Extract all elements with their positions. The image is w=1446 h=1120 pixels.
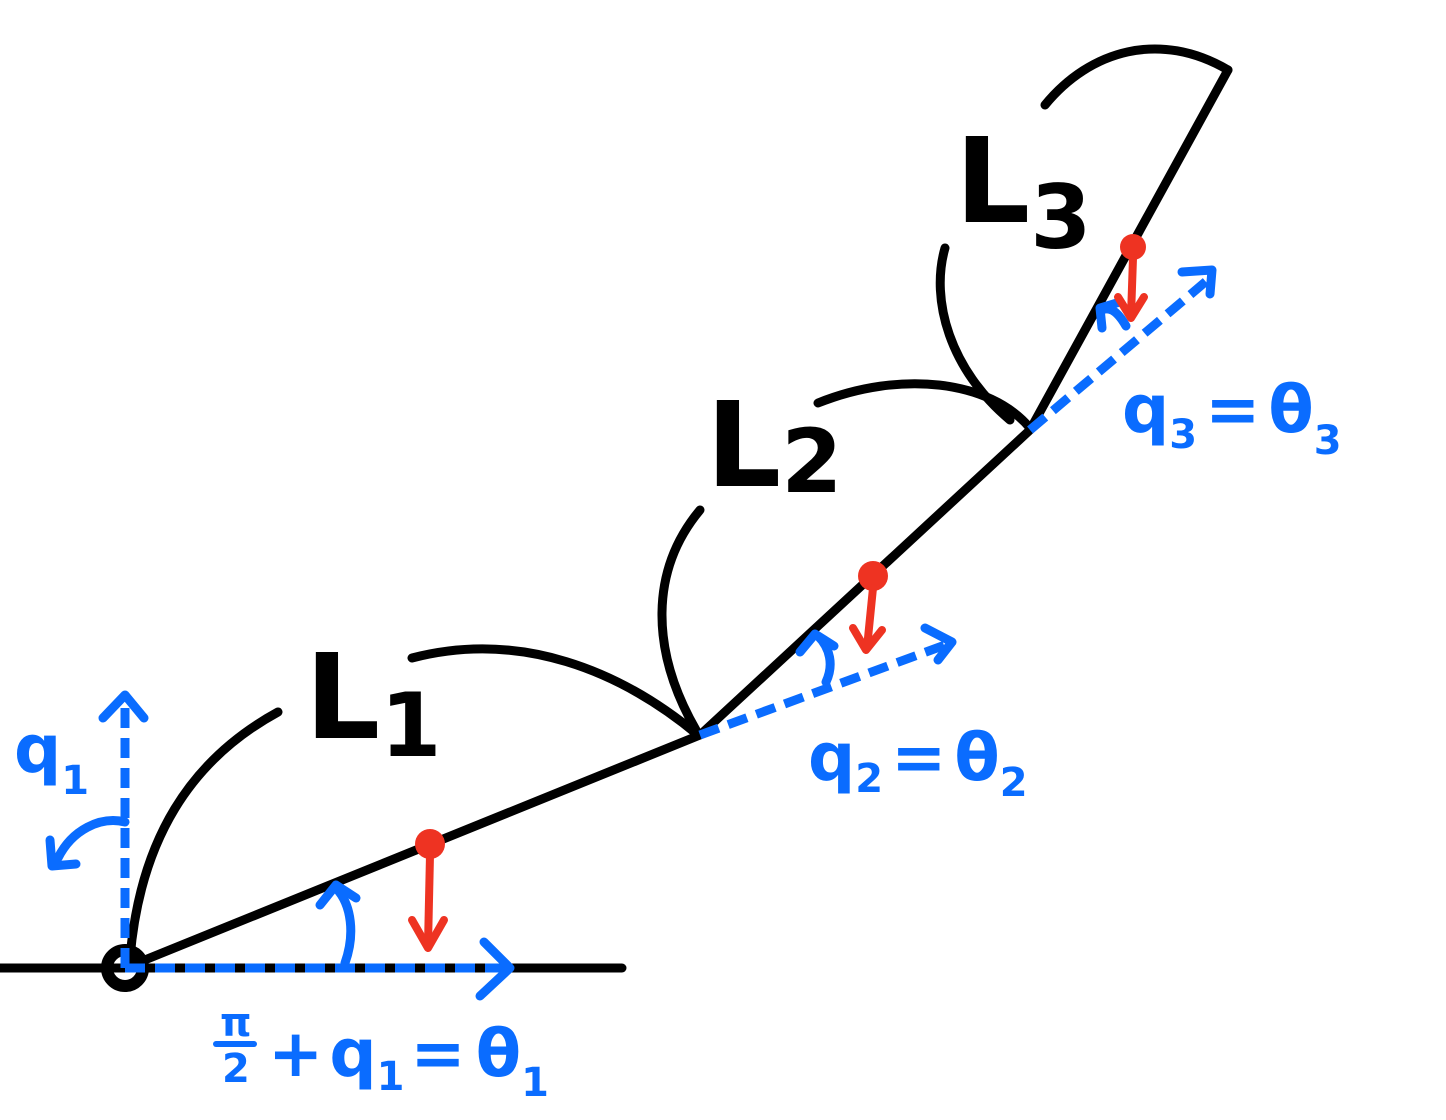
theta1-equation: +q1=θ1 (268, 1015, 549, 1106)
link2-reference-arrowhead (920, 623, 957, 665)
link-label-l3: L3 (955, 112, 1091, 269)
gravity-arrowhead-l2 (849, 624, 886, 654)
length-arc-l1 (125, 707, 283, 963)
link2-reference-dashed (698, 640, 947, 740)
theta2-equation: q2=θ2 (808, 719, 1028, 806)
theta2-angle-arrowhead (795, 629, 839, 657)
link-label-l3-sub: 3 (1030, 166, 1091, 269)
theta2-var-sub: 2 (855, 756, 883, 802)
theta3-var-sub: 3 (1169, 412, 1197, 458)
theta3-angle-arrowhead (1095, 297, 1125, 333)
theta1-plus: + (268, 1015, 323, 1092)
theta1-angle-arc (331, 883, 356, 968)
length-arc-l3-right (1040, 44, 1233, 110)
length-arc-l2-right (813, 379, 1035, 433)
theta1-frac-den: 2 (222, 1046, 250, 1092)
link-label-l1-sub: 1 (380, 674, 441, 777)
x-axis-arrowhead (475, 937, 515, 1001)
gravity-arrow-l1 (424, 851, 434, 949)
theta1-theta: θ (476, 1015, 521, 1092)
link-label-l3-letter: L (955, 112, 1030, 250)
theta3-theta-sub: 3 (1314, 418, 1342, 464)
theta3-var: q (1122, 371, 1169, 448)
theta3-theta: θ (1268, 371, 1313, 448)
link-label-l1-letter: L (305, 628, 380, 766)
length-arc-l2-left (657, 505, 705, 735)
theta2-theta: θ (954, 719, 999, 796)
com-marker-l1 (415, 829, 445, 859)
theta1-equals: = (410, 1015, 465, 1092)
q1-var: q (14, 711, 61, 788)
length-arc-l3-left (935, 243, 1015, 425)
link3-reference-arrowhead (1177, 265, 1217, 299)
theta2-theta-sub: 2 (1000, 760, 1028, 806)
y-axis-arrowhead (98, 690, 149, 723)
q1-label: q1 (14, 711, 89, 804)
gravity-arrowhead-l1 (408, 916, 448, 952)
theta2-equals: = (891, 719, 946, 796)
link3-reference-dashed (1027, 274, 1213, 434)
com-marker-l3 (1120, 234, 1146, 260)
link-label-l2-letter: L (706, 376, 781, 514)
q1-sub: 1 (61, 758, 89, 804)
com-marker-l2 (858, 561, 888, 591)
theta2-var: q (808, 719, 855, 796)
gravity-arrow-l3 (1127, 254, 1137, 320)
link-label-l2: L2 (706, 376, 842, 514)
theta1-frac-num: π (220, 1000, 252, 1046)
gravity-arrowhead-l3 (1114, 293, 1148, 322)
theta1-angle-arrowhead (315, 880, 361, 910)
theta3-equation: q3=θ3 (1122, 371, 1342, 464)
link-label-l2-sub: 2 (781, 410, 842, 513)
theta1-theta-sub: 1 (521, 1060, 549, 1106)
q1-rotation-arrowhead (45, 835, 81, 871)
theta3-equals: = (1205, 371, 1260, 448)
gravity-arrow-l2 (863, 584, 877, 652)
length-arc-l1-right (407, 644, 703, 740)
q1-rotation-arc (53, 816, 130, 863)
theta1-var-sub: 1 (377, 1054, 405, 1100)
theta1-var: q (329, 1015, 376, 1092)
link-label-l1: L1 (305, 628, 441, 777)
